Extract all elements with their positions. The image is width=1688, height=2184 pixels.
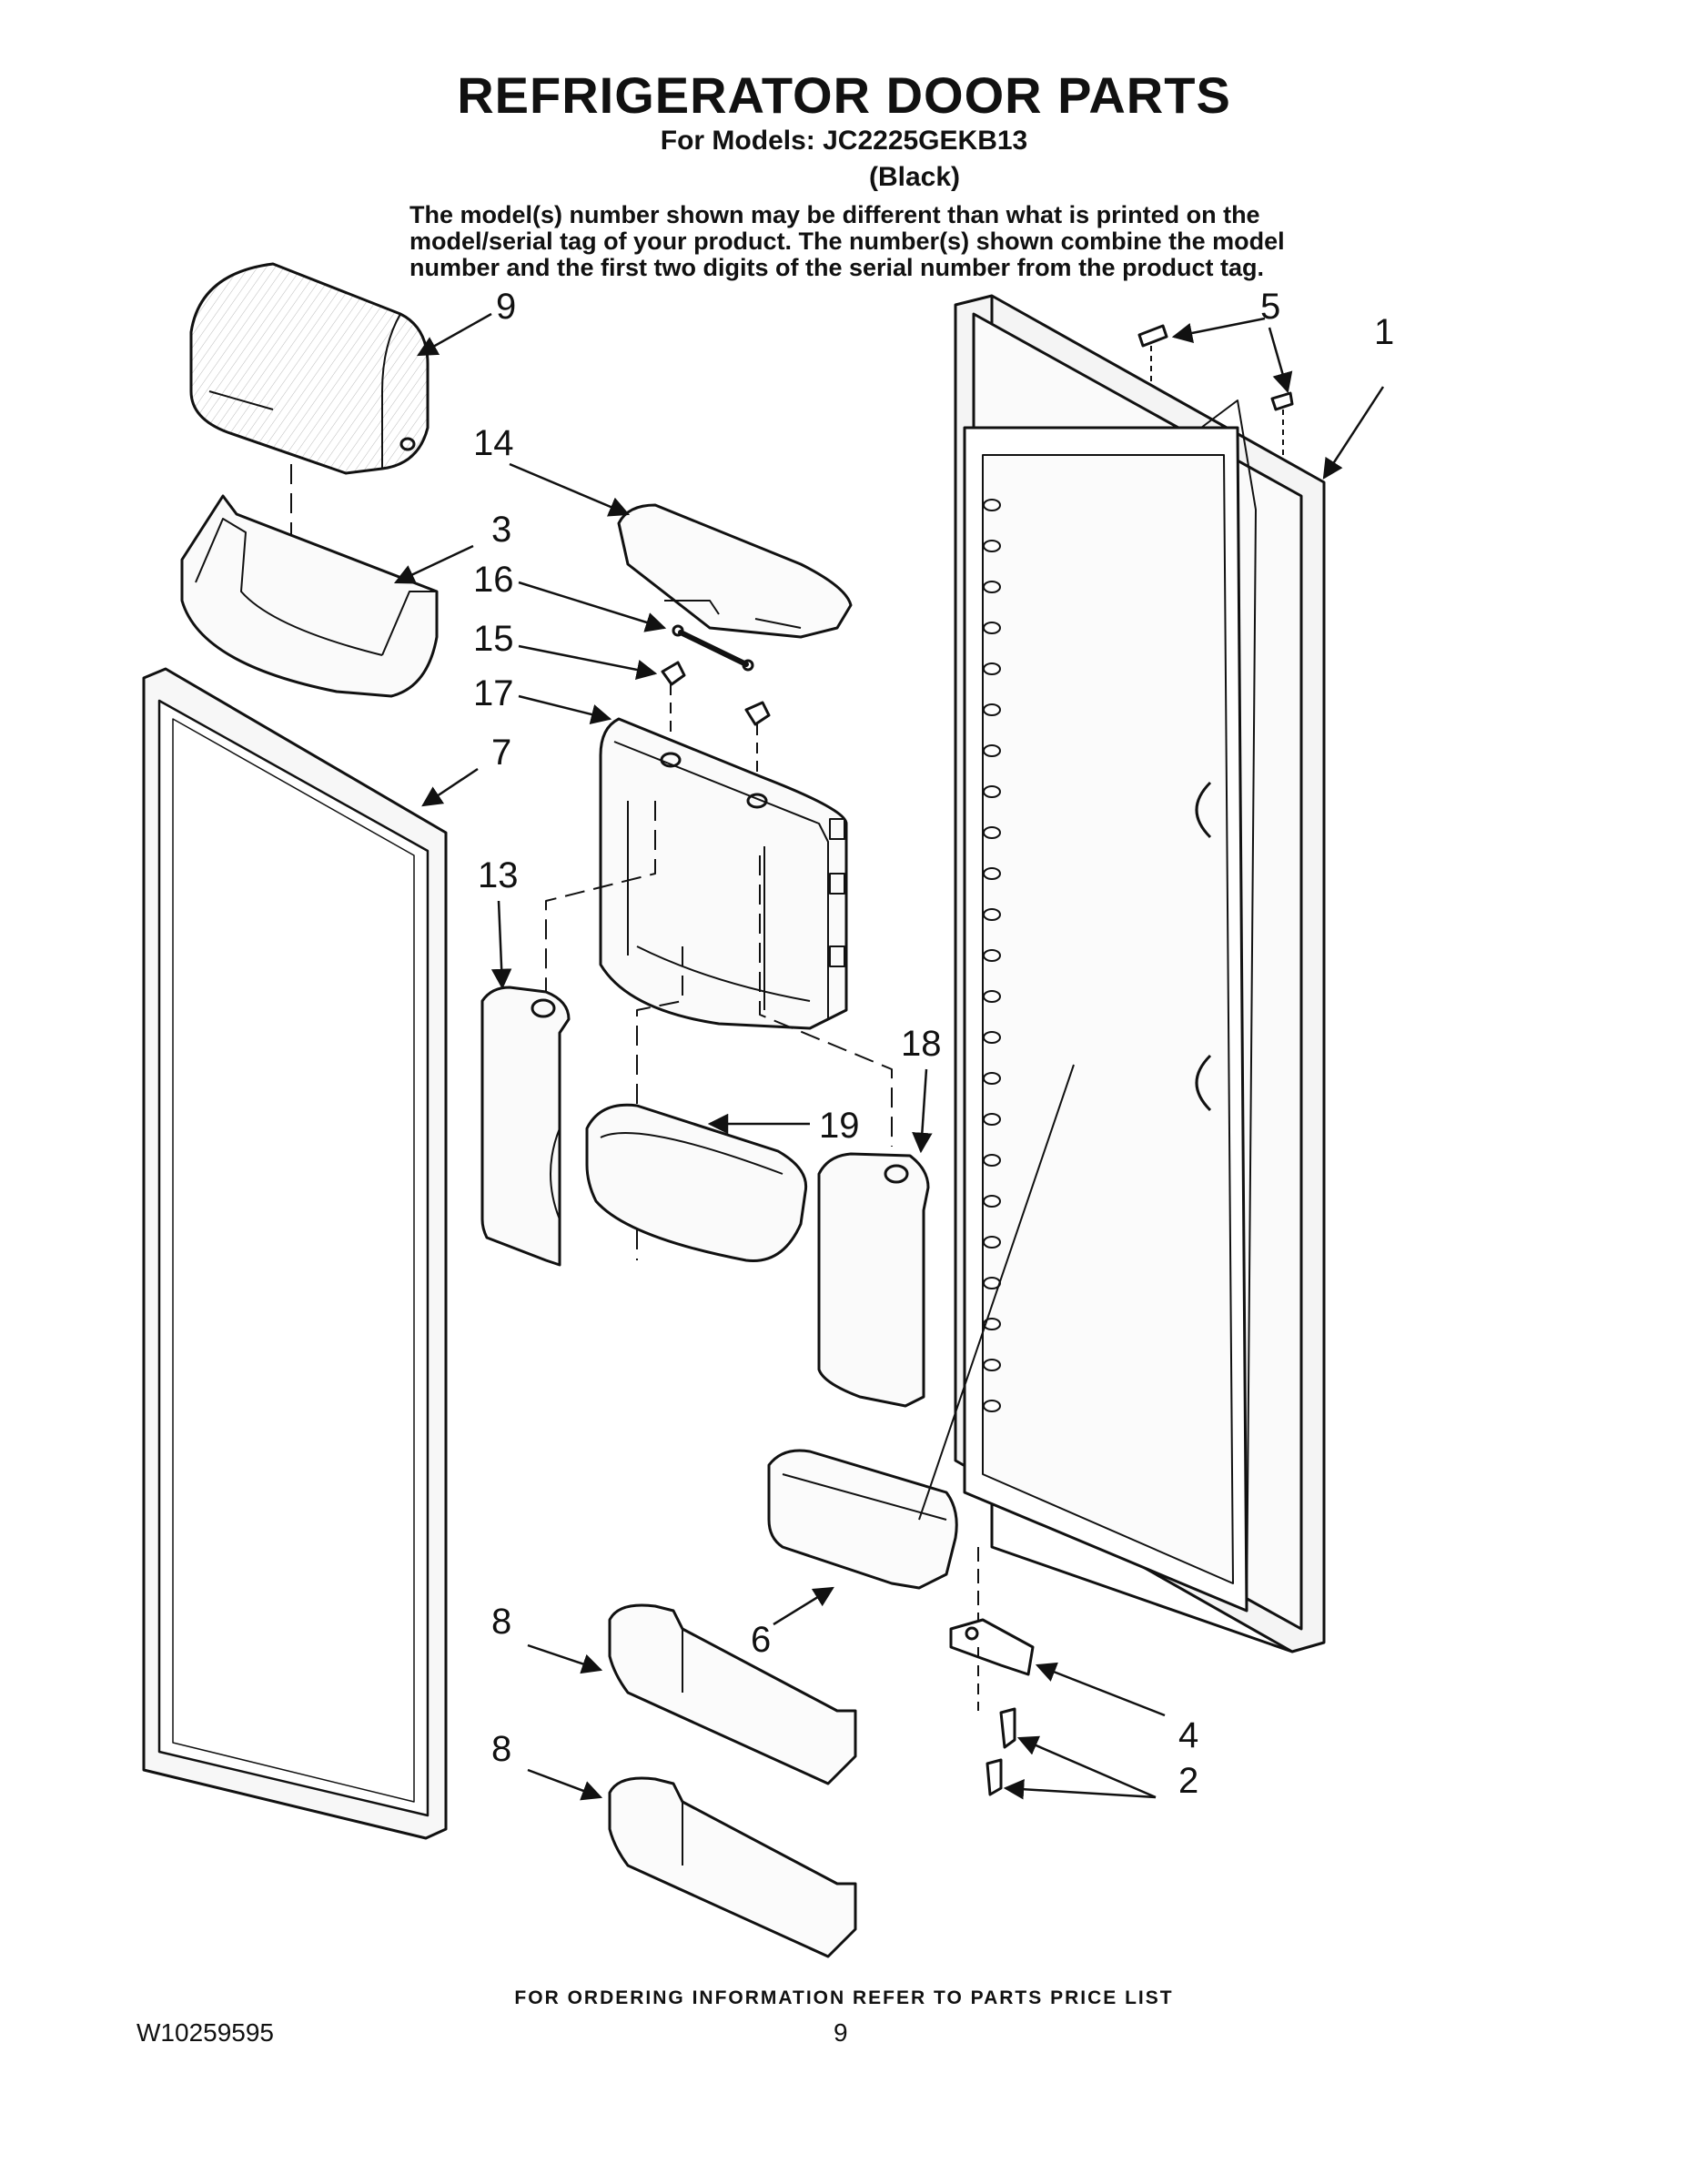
door-gasket-part-7 [142, 667, 448, 1840]
hinge-bracket-part-4 [949, 1618, 1035, 1676]
dairy-bin-part-3 [180, 494, 439, 698]
model-color: (Black) [869, 162, 961, 192]
callout-19: 19 [819, 1106, 860, 1146]
screw-part-2 [986, 1707, 1016, 1796]
cover-part-13 [480, 986, 571, 1267]
disclaimer: The model(s) number shown may be differe… [409, 202, 1319, 281]
callout-17: 17 [473, 673, 514, 713]
bin-part-19 [585, 1103, 808, 1262]
callout-1: 1 [1374, 312, 1394, 352]
callout-14: 14 [473, 423, 514, 463]
door-liner-part-1 [954, 294, 1326, 1653]
callout-15: 15 [473, 619, 514, 659]
cover-part-18 [817, 1152, 930, 1408]
callout-7: 7 [491, 733, 511, 773]
door-bin-part-6 [767, 1449, 958, 1590]
document-number: W10259595 [136, 2018, 275, 2047]
callout-6: 6 [751, 1620, 771, 1660]
page-number: 9 [834, 2018, 848, 2047]
hinge-pin-part-15 [661, 661, 771, 726]
callout-5: 5 [1260, 287, 1280, 327]
model-number: For Models: JC2225GEKB13 [660, 126, 1028, 156]
page-title: REFRIGERATOR DOOR PARTS [457, 66, 1231, 124]
callout-3: 3 [491, 510, 511, 550]
callout-8: 8 [491, 1602, 511, 1642]
callout-4: 4 [1178, 1715, 1198, 1755]
cover-part-14 [617, 503, 853, 639]
dairy-door-part-9 [189, 262, 430, 475]
callout-16: 16 [473, 560, 514, 600]
disclaimer-line: number and the first two digits of the s… [409, 254, 1265, 281]
housing-part-17 [599, 717, 848, 1030]
callout-9: 9 [496, 287, 516, 327]
callout-8: 8 [491, 1729, 511, 1769]
ordering-note: FOR ORDERING INFORMATION REFER TO PARTS … [514, 1987, 1174, 2008]
callout-18: 18 [901, 1024, 942, 1064]
disclaimer-line: The model(s) number shown may be differe… [409, 201, 1260, 228]
callout-2: 2 [1178, 1761, 1198, 1801]
screw-part-5 [1137, 324, 1294, 411]
door-bin-part-8 [608, 1776, 857, 1958]
door-bin-part-8 [608, 1603, 857, 1785]
rod-part-16 [672, 624, 754, 672]
callout-13: 13 [478, 855, 519, 895]
leader-lines [393, 312, 1385, 1801]
disclaimer-line: model/serial tag of your product. The nu… [409, 228, 1285, 255]
